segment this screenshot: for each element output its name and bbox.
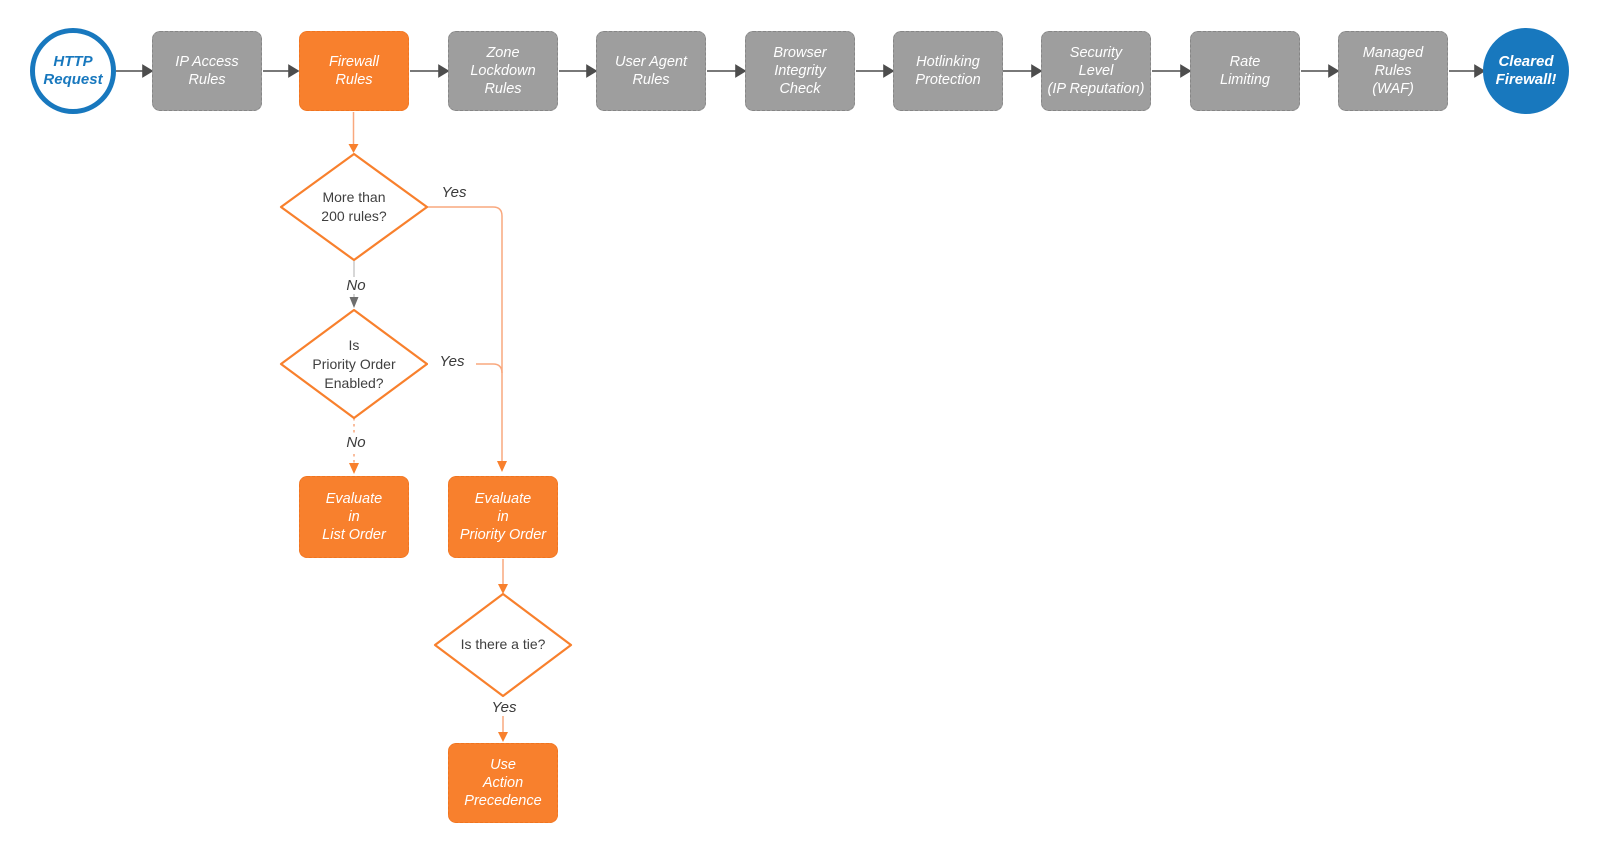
edge-label-decision1-no: No	[337, 277, 375, 294]
decision-text-priority-order-enabled: Is Priority Order Enabled?	[312, 337, 396, 391]
node-security-level: Security Level (IP Reputation)	[1041, 31, 1151, 111]
node-evaluate-list-order: Evaluate in List Order	[299, 476, 409, 558]
edge-browser-to-hotlinking	[856, 64, 895, 78]
edge-managed-to-cleared	[1449, 64, 1486, 78]
edge-decision3-yes	[498, 716, 508, 742]
node-evaluate-priority-order: Evaluate in Priority Order	[448, 476, 558, 558]
node-managed-rules-waf: Managed Rules (WAF)	[1338, 31, 1448, 111]
decision-text-more-than-200-rules: More than 200 rules?	[321, 189, 387, 224]
edge-priority-to-decision3	[498, 559, 508, 594]
node-use-action-precedence: Use Action Precedence	[448, 743, 558, 823]
edge-decision2-yes	[427, 363, 503, 374]
edge-label-decision2-yes: Yes	[428, 353, 476, 370]
edge-label-decision3-yes: Yes	[480, 699, 528, 716]
edge-useragent-to-browser	[707, 64, 747, 78]
edge-decision1-yes	[427, 206, 507, 472]
node-firewall-rules: Firewall Rules	[299, 31, 409, 111]
edge-firewall-to-decision1	[348, 112, 359, 153]
node-ip-access-rules: IP Access Rules	[152, 31, 262, 111]
decision-text-is-there-a-tie: Is there a tie?	[460, 636, 546, 652]
edge-label-decision2-no: No	[337, 434, 375, 451]
decision-more-than-200-rules	[279, 152, 429, 262]
decision-is-there-a-tie	[433, 592, 573, 698]
edge-firewall-to-zone	[410, 64, 450, 78]
node-http-request: HTTP Request	[30, 28, 116, 114]
edge-security-to-rate	[1152, 64, 1192, 78]
decision-priority-order-enabled	[279, 308, 429, 420]
edge-hotlinking-to-security	[1003, 64, 1043, 78]
node-zone-lockdown-rules: Zone Lockdown Rules	[448, 31, 558, 111]
node-browser-integrity-check: Browser Integrity Check	[745, 31, 855, 111]
node-cleared-firewall: Cleared Firewall!	[1483, 28, 1569, 114]
node-user-agent-rules: User Agent Rules	[596, 31, 706, 111]
edge-rate-to-managed	[1301, 64, 1340, 78]
edge-zone-to-useragent	[559, 64, 598, 78]
node-rate-limiting: Rate Limiting	[1190, 31, 1300, 111]
node-hotlinking-protection: Hotlinking Protection	[893, 31, 1003, 111]
edge-decision2-no	[349, 418, 359, 474]
edge-start-to-ip	[116, 64, 154, 78]
edge-label-decision1-yes: Yes	[430, 184, 478, 201]
edge-ip-to-firewall	[263, 64, 300, 78]
